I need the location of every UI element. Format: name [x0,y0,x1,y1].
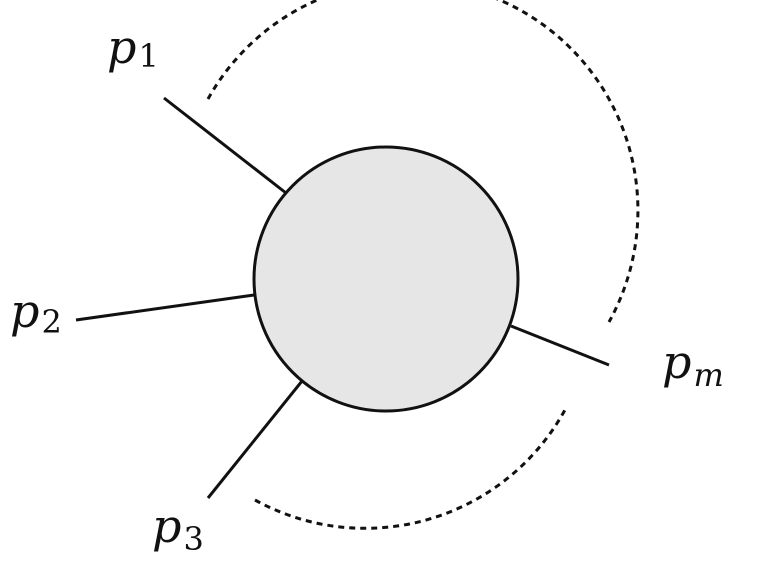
leg-label-p3: p3 [152,499,204,558]
leg-line-pm [510,324,610,367]
leg-label-p1: p1 [107,20,159,75]
interaction-blob [252,145,520,413]
lower-dashed-arc [254,407,568,530]
leg-label-pm: pm [662,335,724,394]
leg-label-p2: p2 [10,284,62,341]
leg-line-p3 [206,380,304,499]
leg-line-p2 [75,293,255,322]
upper-dashed-arc [206,0,640,323]
leg-line-p1 [163,96,287,195]
